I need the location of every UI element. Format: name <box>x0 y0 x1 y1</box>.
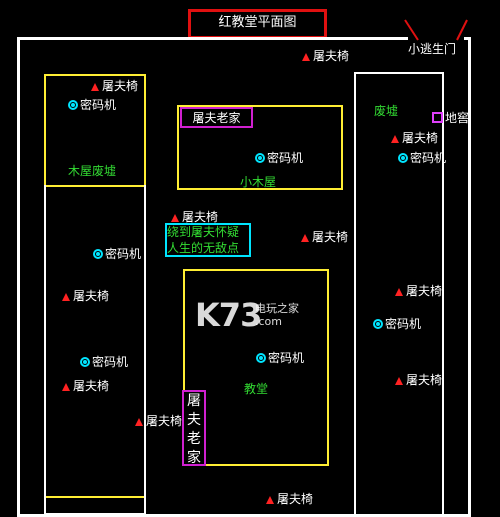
hook-label: 屠夫椅 <box>277 492 314 506</box>
ruins-left-label: 木屋废墟 <box>68 164 117 178</box>
hook-icon <box>395 377 403 385</box>
cipher-icon <box>373 319 383 329</box>
hook-marker: 屠夫椅 <box>62 379 109 393</box>
church-label: 教堂 <box>244 382 269 396</box>
cabin-label: 小木屋 <box>240 175 277 189</box>
hook-label: 屠夫椅 <box>73 289 110 303</box>
hook-label: 屠夫椅 <box>102 79 139 93</box>
exit-label: 小逃生门 <box>408 42 457 56</box>
hook-label: 屠夫椅 <box>313 49 350 63</box>
cipher-icon <box>80 357 90 367</box>
exit-door-lines <box>404 19 468 41</box>
hook-marker: 屠夫椅 <box>395 373 442 387</box>
map-title: 红教堂平面图 <box>218 15 297 30</box>
cipher-marker: 密码机 <box>256 351 304 365</box>
cipher-icon <box>93 249 103 259</box>
note-box <box>165 223 251 257</box>
hook-marker: 屠夫椅 <box>62 289 109 303</box>
hook-icon <box>62 383 70 391</box>
cipher-marker: 密码机 <box>255 151 303 165</box>
cipher-icon <box>255 153 265 163</box>
cipher-marker: 密码机 <box>398 151 446 165</box>
exit-door-line-left <box>404 19 419 41</box>
ruins-right-label: 废墟 <box>374 104 399 118</box>
cipher-label: 密码机 <box>105 247 142 261</box>
hook-icon <box>301 234 309 242</box>
hook-marker: 屠夫椅 <box>135 414 182 428</box>
cabin-header-label: 屠夫老家 <box>192 111 241 125</box>
cipher-label: 密码机 <box>80 98 117 112</box>
hook-icon <box>302 53 310 61</box>
butcher-home-char-2: 夫 <box>187 412 201 428</box>
exit-door-line-right <box>456 19 468 41</box>
cipher-icon <box>398 153 408 163</box>
hook-marker: 屠夫椅 <box>266 492 313 506</box>
hook-marker: 屠夫椅 <box>395 284 442 298</box>
watermark-site: 电玩之家 <box>255 302 299 315</box>
cipher-label: 密码机 <box>92 355 129 369</box>
butcher-home-box <box>182 390 206 466</box>
hook-icon <box>135 418 143 426</box>
hook-label: 屠夫椅 <box>402 131 439 145</box>
hook-label: 屠夫椅 <box>146 414 183 428</box>
cipher-icon <box>68 100 78 110</box>
hook-icon <box>91 83 99 91</box>
cipher-label: 密码机 <box>267 151 304 165</box>
butcher-home-char-4: 家 <box>187 450 201 466</box>
hook-marker: 屠夫椅 <box>171 210 218 224</box>
left-wall-lower <box>44 185 146 515</box>
cellar-icon <box>432 112 443 123</box>
hook-icon <box>266 496 274 504</box>
hook-icon <box>171 214 179 222</box>
watermark-domain: .com <box>255 315 282 328</box>
cabin-box <box>177 105 343 190</box>
cipher-label: 密码机 <box>410 151 447 165</box>
hook-marker: 屠夫椅 <box>301 230 348 244</box>
cellar-label: 地窖 <box>445 111 470 125</box>
cabin-header-box <box>180 107 253 128</box>
hook-marker: 屠夫椅 <box>302 49 349 63</box>
hook-label: 屠夫椅 <box>406 284 443 298</box>
hook-marker: 屠夫椅 <box>391 131 438 145</box>
hook-icon <box>391 135 399 143</box>
note-line-2: 人生的无敌点 <box>167 241 240 255</box>
butcher-home-char-1: 屠 <box>187 393 201 409</box>
cipher-icon <box>256 353 266 363</box>
hook-label: 屠夫椅 <box>182 210 219 224</box>
church-box <box>183 269 329 466</box>
cipher-marker: 密码机 <box>93 247 141 261</box>
note-line-1: 绕到屠夫怀疑 <box>167 225 240 239</box>
cipher-marker: 密码机 <box>80 355 128 369</box>
hook-label: 屠夫椅 <box>312 230 349 244</box>
hook-icon <box>395 288 403 296</box>
watermark-logo: K73 <box>195 296 262 334</box>
exit-gap <box>408 36 464 41</box>
cipher-label: 密码机 <box>268 351 305 365</box>
cipher-marker: 密码机 <box>373 317 421 331</box>
cipher-marker: 密码机 <box>68 98 116 112</box>
hook-label: 屠夫椅 <box>73 379 110 393</box>
butcher-home-label: 屠 夫 老 家 <box>184 392 204 468</box>
left-bottom-accent <box>46 496 144 498</box>
cellar-marker: 地窖 <box>432 111 469 125</box>
ruins-left-box <box>44 74 146 187</box>
hook-label: 屠夫椅 <box>406 373 443 387</box>
hook-icon <box>62 293 70 301</box>
butcher-home-char-3: 老 <box>187 431 201 447</box>
cipher-label: 密码机 <box>385 317 422 331</box>
hook-marker: 屠夫椅 <box>91 79 138 93</box>
